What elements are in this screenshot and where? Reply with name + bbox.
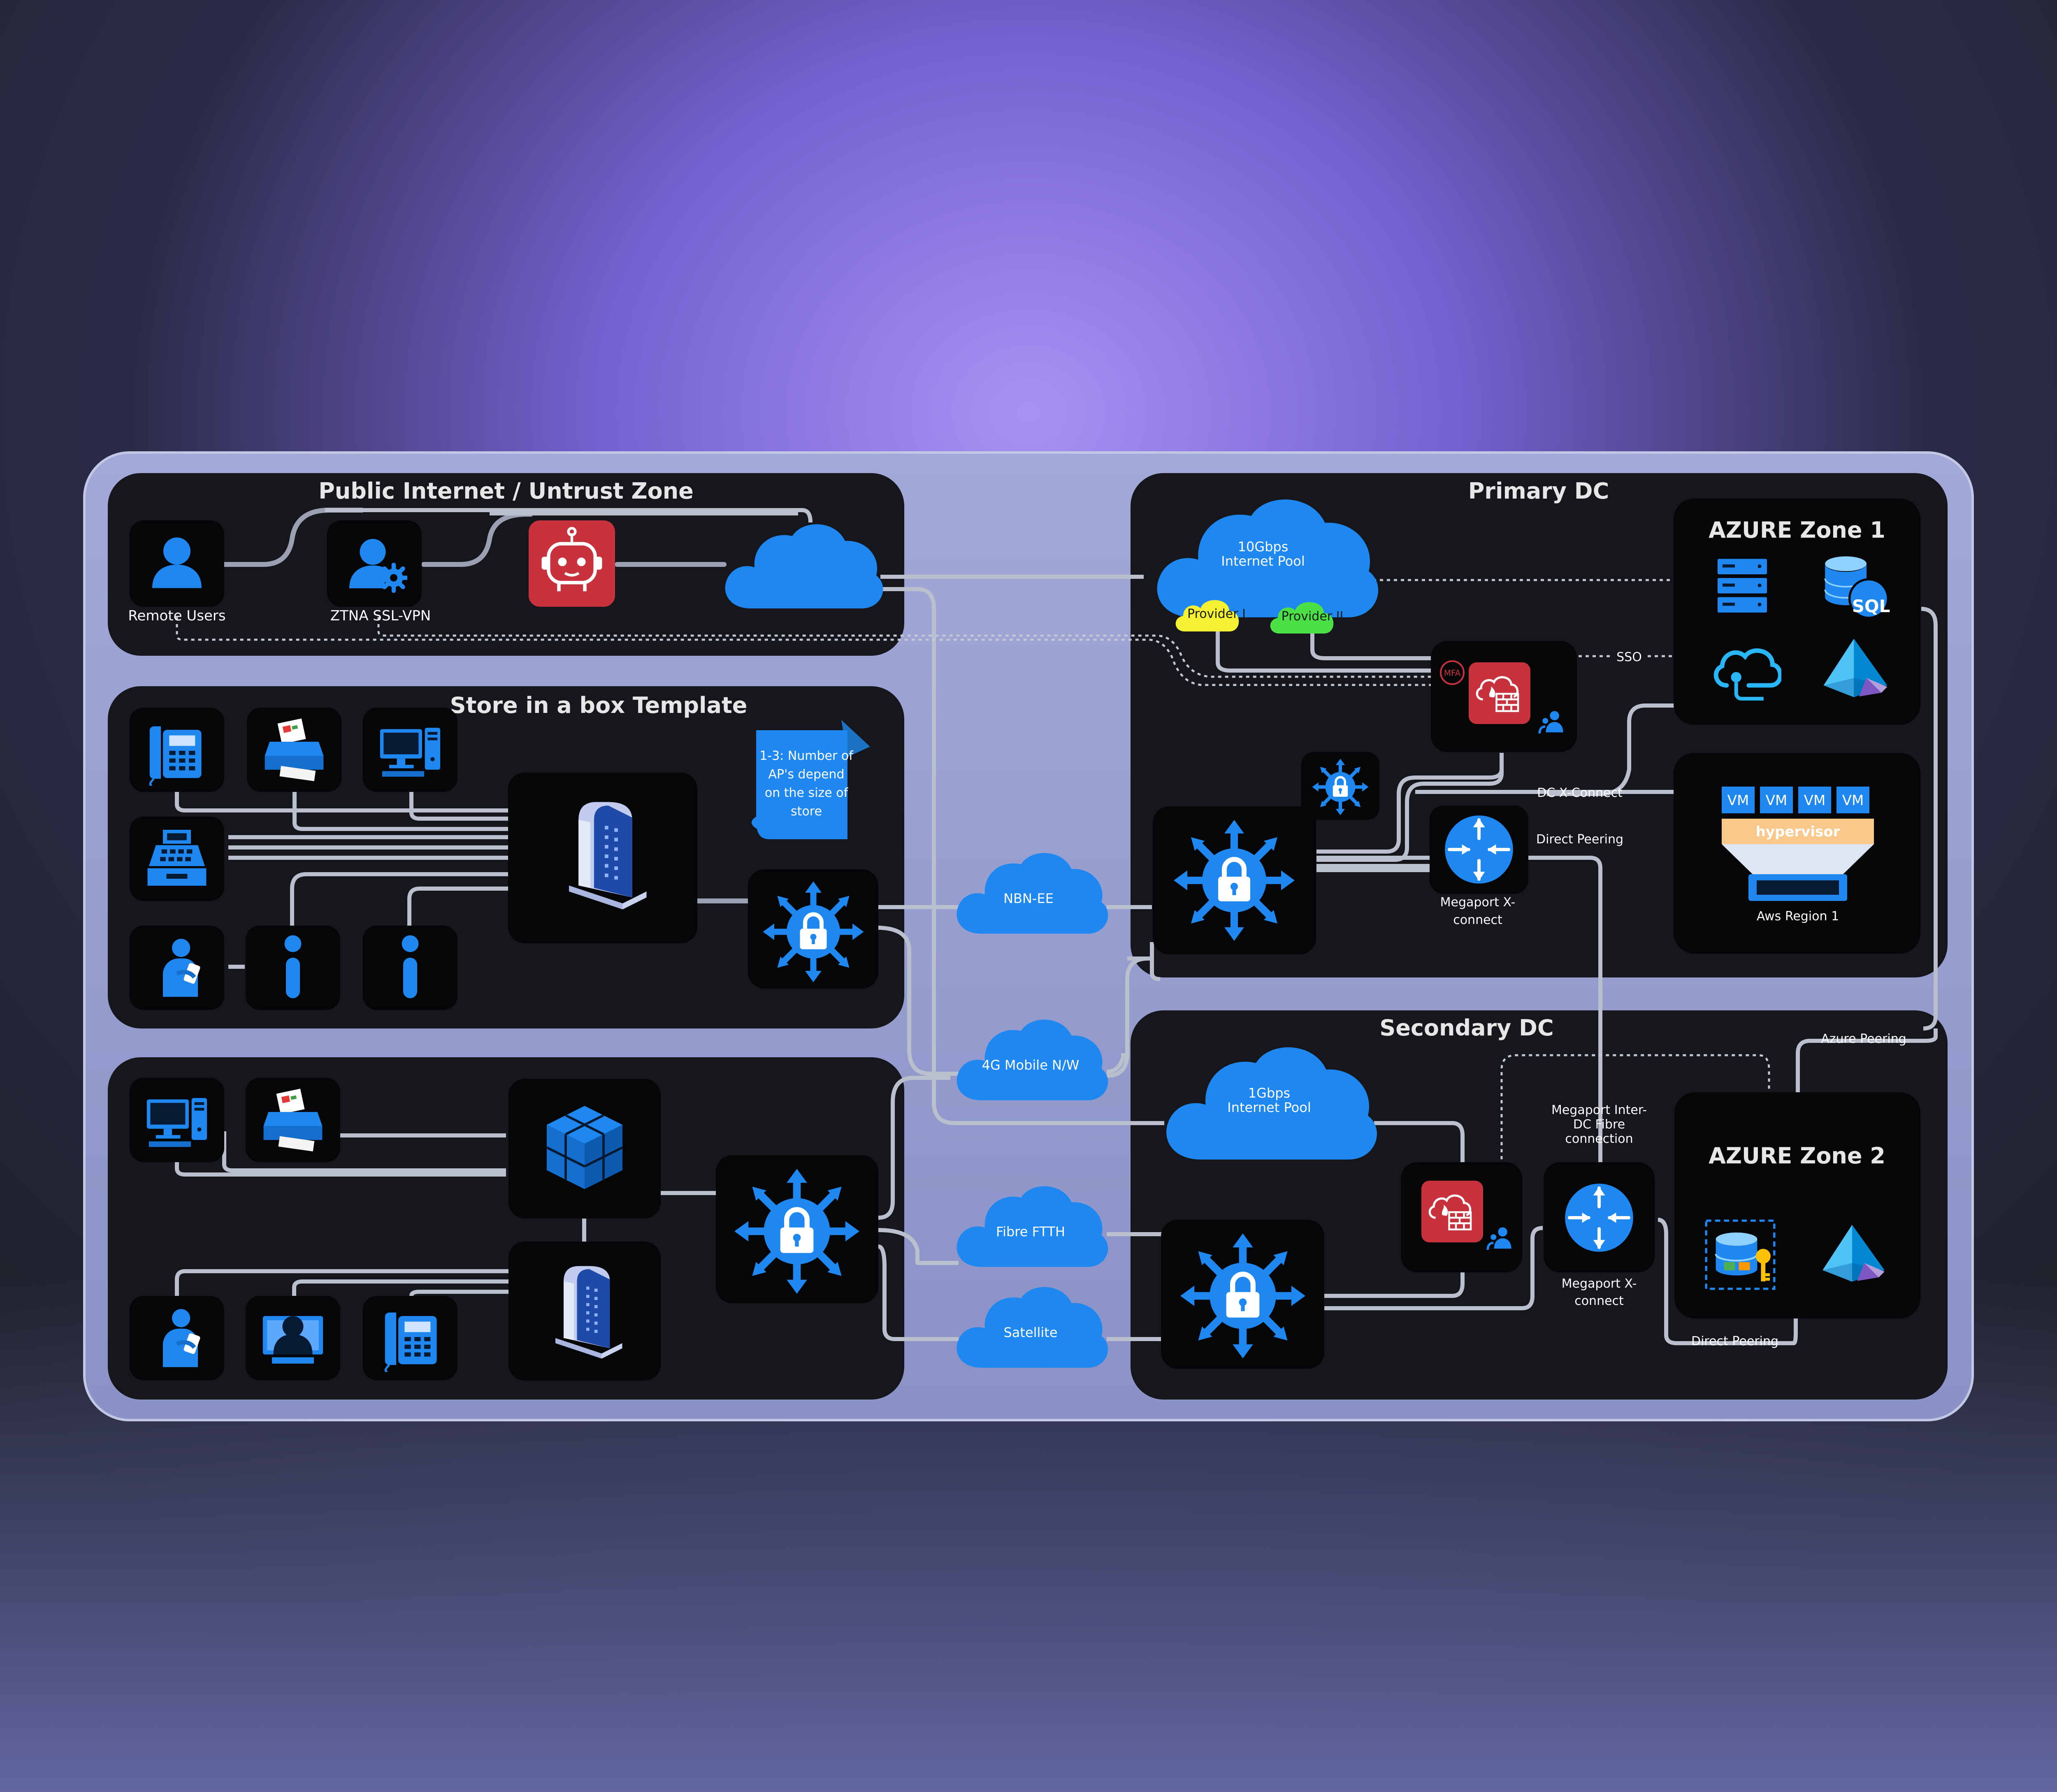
hypervisor-bar — [1722, 819, 1874, 844]
bot-protection-icon[interactable] — [529, 520, 615, 607]
provider-1-label: Provider I — [1187, 607, 1246, 621]
inter-dc-line-3: connection — [1565, 1132, 1633, 1146]
vm-label: VM — [1727, 792, 1749, 809]
zone-title-public: Public Internet / Untrust Zone — [318, 478, 694, 504]
dc-xconnect-label: DC X-Connect — [1537, 786, 1623, 800]
secure-switch-icon — [1180, 1233, 1305, 1358]
pool-10g-line-2: Internet Pool — [1221, 553, 1305, 569]
megaport-2-line-1: Megaport X- — [1562, 1277, 1637, 1291]
secure-switch-icon — [734, 1169, 859, 1294]
megaport-2-line-2: connect — [1574, 1294, 1624, 1308]
vm-row: VM VM VM VM — [1722, 787, 1869, 813]
note-line-2: AP's depend — [768, 767, 844, 782]
hypervisor-funnel — [1722, 844, 1874, 874]
note-line-1: 1-3: Number of — [759, 749, 854, 763]
connection-lines — [175, 508, 1938, 1345]
pool-1g-line-2: Internet Pool — [1227, 1100, 1311, 1115]
direct-peering-2-label: Direct Peering — [1691, 1334, 1778, 1349]
note-line-3: on the size of — [765, 786, 849, 800]
desk-phone-icon — [150, 727, 202, 786]
server-rack-icon — [1718, 559, 1767, 613]
vm-box — [1798, 787, 1831, 813]
vm-label: VM — [1766, 792, 1788, 809]
router-icon — [1565, 1184, 1633, 1252]
vm-box — [1836, 787, 1869, 813]
pool-10g-line-1: 10Gbps — [1238, 539, 1289, 555]
zone-title-azure-1: AZURE Zone 1 — [1709, 517, 1885, 543]
megaport-1-line-2: connect — [1453, 913, 1502, 927]
vm-box — [1722, 787, 1755, 813]
azure-peering-label: Azure Peering — [1821, 1032, 1906, 1046]
router-icon — [1445, 815, 1513, 884]
note-line-4: store — [791, 804, 822, 819]
zone-title-secondary: Secondary DC — [1379, 1015, 1553, 1041]
vm-label: VM — [1804, 792, 1826, 809]
cloud-firewall-icon — [1469, 662, 1530, 724]
cloud-firewall-icon — [1421, 1181, 1483, 1242]
mfa-badge — [1440, 660, 1465, 685]
vm-label: VM — [1842, 792, 1864, 809]
provider-1-cloud-icon — [1175, 600, 1239, 631]
secure-switch-icon — [1312, 759, 1368, 815]
direct-peering-label: Direct Peering — [1536, 832, 1623, 847]
aws-label: Aws Region 1 — [1757, 909, 1839, 924]
megaport-1-line-1: Megaport X- — [1440, 895, 1516, 910]
panel-azure-zone-2 — [1674, 1092, 1920, 1318]
desk-phone-icon — [385, 1313, 437, 1372]
mfa-label: MFA — [1444, 668, 1461, 678]
access-point-icon — [284, 935, 302, 998]
satellite-label: Satellite — [1003, 1325, 1057, 1340]
pool-1g-line-1: 1Gbps — [1248, 1085, 1290, 1101]
provider-2-cloud-icon — [1270, 602, 1334, 634]
server-box-slot — [1757, 880, 1839, 895]
zone-title-primary: Primary DC — [1468, 478, 1609, 504]
sql-label: SQL — [1852, 596, 1890, 616]
inter-dc-line-1: Megaport Inter- — [1551, 1103, 1647, 1117]
sso-label: SSO — [1616, 650, 1642, 664]
secure-switch-icon — [763, 882, 864, 982]
sticky-note: 1-3: Number of AP's depend on the size o… — [751, 720, 870, 839]
inter-dc-line-2: DC Fibre — [1573, 1117, 1625, 1132]
mobile-label: 4G Mobile N/W — [982, 1057, 1080, 1073]
provider-2-label: Provider II — [1282, 609, 1344, 624]
fibre-label: Fibre FTTH — [996, 1224, 1065, 1240]
panel-public-internet — [108, 473, 904, 656]
vm-box — [1760, 787, 1793, 813]
remote-users-label: Remote Users — [128, 608, 225, 624]
access-point-icon — [402, 935, 419, 998]
zone-title-store: Store in a box Template — [450, 692, 748, 718]
secure-switch-icon — [1174, 820, 1295, 941]
ztna-label: ZTNA SSL-VPN — [330, 608, 431, 624]
hypervisor-label: hypervisor — [1756, 824, 1840, 840]
nbn-label: NBN-EE — [1003, 891, 1054, 906]
zone-title-azure-2: AZURE Zone 2 — [1709, 1143, 1885, 1169]
